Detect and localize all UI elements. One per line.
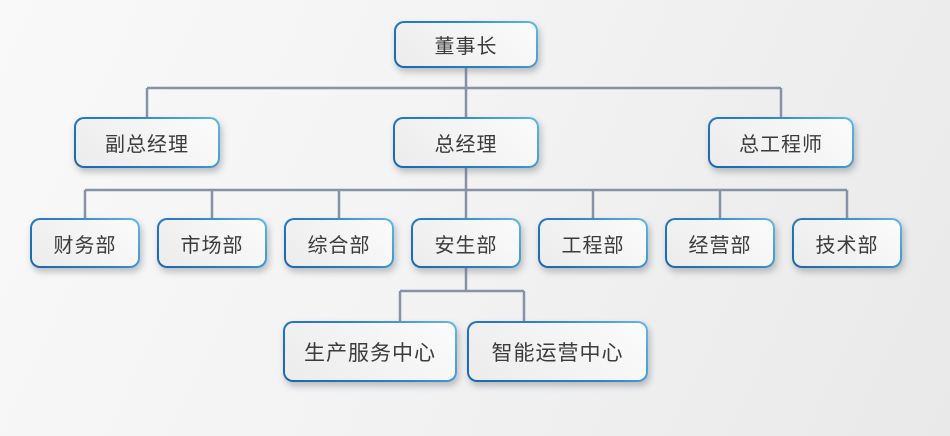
org-node-production-service-center-label: 生产服务中心 [304, 340, 436, 365]
org-node-safety-production-dept-body: 安生部 [413, 220, 519, 266]
org-node-operations-dept-label: 经营部 [688, 234, 752, 257]
org-node-general-manager: 总经理 [393, 117, 539, 168]
org-node-general-affairs-dept-label: 综合部 [307, 234, 371, 257]
org-node-operations-dept-body: 经营部 [667, 220, 773, 266]
org-node-general-manager-body: 总经理 [395, 119, 537, 166]
org-node-deputy-general-manager: 副总经理 [74, 117, 220, 168]
org-node-finance-dept-label: 财务部 [53, 234, 117, 257]
org-node-production-service-center: 生产服务中心 [283, 321, 457, 382]
org-node-deputy-general-manager-body: 副总经理 [76, 119, 218, 166]
org-node-engineering-dept-body: 工程部 [540, 220, 646, 266]
org-node-marketing-dept-label: 市场部 [180, 234, 244, 257]
org-node-chief-engineer: 总工程师 [708, 117, 854, 168]
org-node-engineering-dept-label: 工程部 [561, 234, 625, 257]
org-node-marketing-dept: 市场部 [157, 218, 267, 268]
org-node-intelligent-operation-center-label: 智能运营中心 [491, 340, 624, 365]
org-node-chairman: 董事长 [394, 21, 538, 68]
org-node-general-affairs-dept: 综合部 [284, 218, 394, 268]
org-node-production-service-center-body: 生产服务中心 [285, 323, 455, 380]
org-node-safety-production-dept-label: 安生部 [434, 234, 498, 257]
org-node-general-affairs-dept-body: 综合部 [286, 220, 392, 266]
org-node-chief-engineer-label: 总工程师 [739, 134, 823, 156]
org-node-chairman-body: 董事长 [396, 23, 536, 66]
org-node-finance-dept-body: 财务部 [32, 220, 138, 266]
org-node-intelligent-operation-center: 智能运营中心 [467, 321, 648, 382]
org-node-engineering-dept: 工程部 [538, 218, 648, 268]
org-node-chief-engineer-body: 总工程师 [710, 119, 852, 166]
org-node-marketing-dept-body: 市场部 [159, 220, 265, 266]
org-node-technology-dept: 技术部 [792, 218, 902, 268]
org-node-operations-dept: 经营部 [665, 218, 775, 268]
org-node-intelligent-operation-center-body: 智能运营中心 [469, 323, 646, 380]
org-node-finance-dept: 财务部 [30, 218, 140, 268]
org-node-technology-dept-body: 技术部 [794, 220, 900, 266]
org-node-safety-production-dept: 安生部 [411, 218, 521, 268]
org-node-technology-dept-label: 技术部 [815, 234, 879, 257]
org-node-general-manager-label: 总经理 [434, 134, 498, 156]
org-node-deputy-general-manager-label: 副总经理 [105, 134, 189, 156]
org-node-chairman-label: 董事长 [434, 36, 498, 58]
